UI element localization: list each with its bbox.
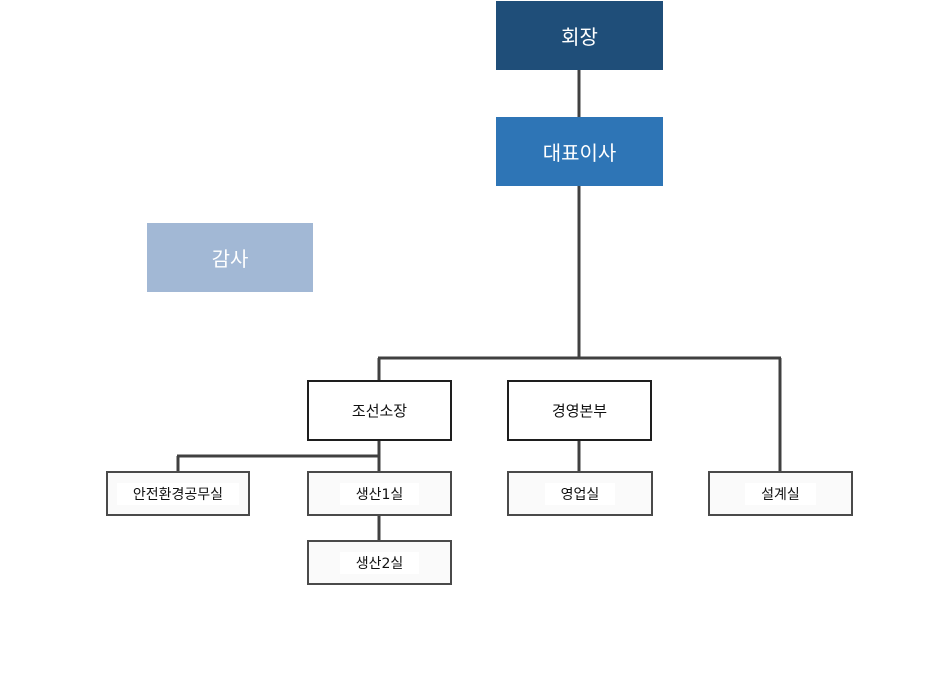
design-office-label: 설계실 [745, 482, 816, 505]
audit-box: 감사 [147, 223, 313, 292]
shipyard-head-label: 조선소장 [351, 402, 408, 420]
production-2-box: 생산2실 [307, 540, 452, 585]
management-division-box: 경영본부 [507, 380, 652, 441]
ceo-box: 대표이사 [496, 117, 663, 186]
safety-environment-office-box: 안전환경공무실 [106, 471, 250, 516]
chairman-label: 회장 [561, 25, 598, 49]
sales-office-label: 영업실 [544, 482, 616, 505]
sales-office-box: 영업실 [507, 471, 653, 516]
shipyard-head-box: 조선소장 [307, 380, 452, 441]
design-office-box: 설계실 [708, 471, 853, 516]
audit-label: 감사 [211, 247, 249, 271]
production-1-label: 생산1실 [339, 482, 420, 505]
production-2-label: 생산2실 [339, 551, 420, 574]
chairman-box: 회장 [496, 1, 663, 70]
production-1-box: 생산1실 [307, 471, 452, 516]
safety-environment-office-label: 안전환경공무실 [116, 482, 240, 505]
ceo-label: 대표이사 [542, 141, 617, 165]
management-division-label: 경영본부 [551, 402, 608, 420]
